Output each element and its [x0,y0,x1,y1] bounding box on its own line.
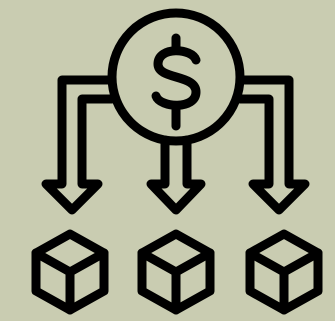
cube-left-icon [31,229,109,315]
dollar-coin-icon [107,8,245,146]
arrow-down-middle-icon [146,135,206,215]
arrow-down-left-icon [41,75,117,215]
cube-middle-icon [137,229,215,315]
arrow-down-right-icon [235,75,310,215]
cube-right-icon [245,229,323,315]
